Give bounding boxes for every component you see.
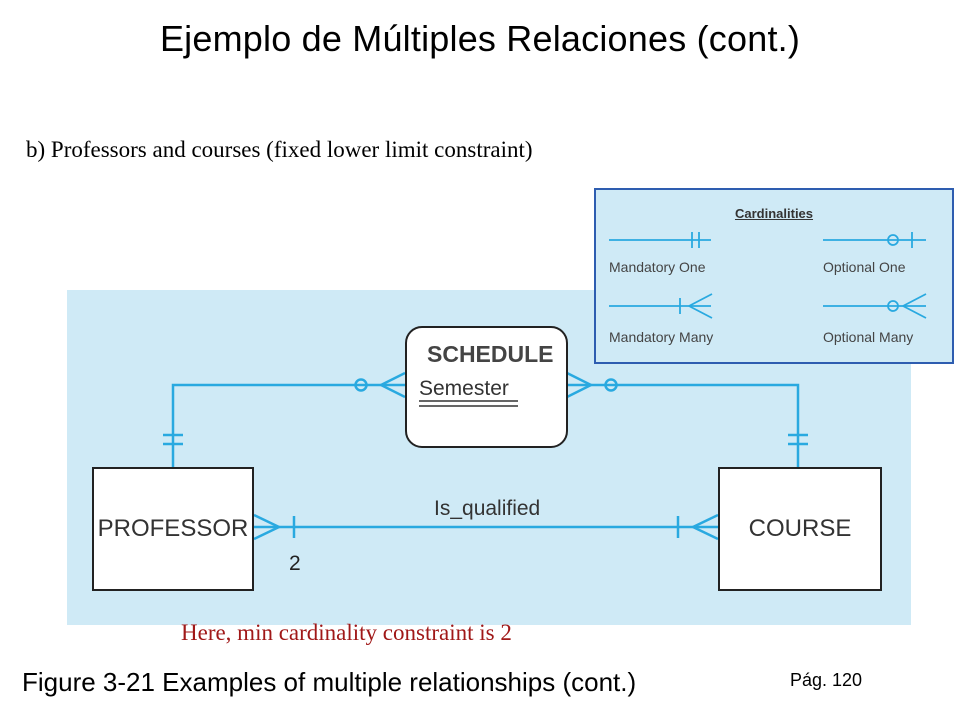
figure-caption: Figure 3-21 Examples of multiple relatio… <box>22 667 637 697</box>
crowfoot-line <box>692 513 719 529</box>
crowfoot-line <box>692 525 719 541</box>
slide-subtitle: b) Professors and courses (fixed lower l… <box>26 137 533 162</box>
optional-circle <box>354 378 368 392</box>
is-qualified-label: Is_qualified <box>434 497 540 520</box>
cardinalities-legend: Cardinalities Mandatory One Optional One… <box>594 188 954 364</box>
crowfoot-line <box>253 525 280 541</box>
min-cardinality-note: Here, min cardinality constraint is 2 <box>181 620 512 645</box>
course-entity-label: COURSE <box>749 515 852 542</box>
optional-circle <box>604 378 618 392</box>
page-reference: Pág. 120 <box>790 670 863 690</box>
professor-entity-box <box>92 467 254 591</box>
schedule-associative-entity <box>405 326 568 448</box>
slide-title: Ejemplo de Múltiples Relaciones (cont.) <box>159 18 801 59</box>
schedule-course-link <box>567 383 800 468</box>
professor-schedule-link <box>171 383 405 468</box>
professor-entity-label: PROFESSOR <box>98 515 249 542</box>
min-cardinality-label: 2 <box>289 552 301 575</box>
legend-label-mandatory-one: Mandatory One <box>609 259 706 275</box>
legend-symbols <box>609 232 927 319</box>
crowfoot-line <box>253 513 280 529</box>
schedule-entity-label: SCHEDULE <box>427 341 554 367</box>
crowfoot-line <box>380 383 406 399</box>
er-diagram: PROFESSOR COURSE SCHEDULE Semester Is_qu… <box>92 326 882 591</box>
crowfoot-line <box>566 383 592 399</box>
legend-label-optional-one: Optional One <box>823 259 906 275</box>
course-entity-box <box>718 467 882 591</box>
crowfoot-line <box>566 371 592 387</box>
legend-label-mandatory-many: Mandatory Many <box>609 329 714 345</box>
semester-attribute: Semester <box>419 377 509 400</box>
crowfoot-line <box>380 371 406 387</box>
legend-label-optional-many: Optional Many <box>823 329 914 345</box>
legend-title: Cardinalities <box>734 206 814 221</box>
